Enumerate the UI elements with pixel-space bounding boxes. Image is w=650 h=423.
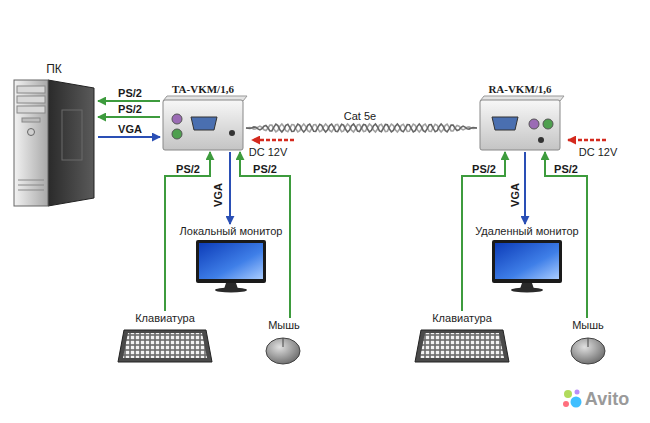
node-label: Локальный монитор [170, 224, 292, 238]
ps2-cable [98, 116, 160, 118]
signal-label: PS/2 [116, 103, 144, 115]
transmitter-housing [163, 96, 247, 150]
signal-label: VGA [116, 123, 144, 135]
signal-label: PS/2 [470, 163, 498, 175]
twisted-pair-cable [246, 124, 477, 132]
node-label: Мышь [258, 318, 310, 332]
mouse: Мышь [258, 318, 310, 368]
node-label: Клавиатура [113, 311, 217, 325]
keyboard: Клавиатура [113, 311, 217, 366]
node-label: Клавиатура [410, 311, 514, 325]
remote-monitor: Удаленный монитор [465, 224, 589, 292]
power-arrow [568, 139, 606, 142]
mouse-picture [571, 338, 605, 364]
receiver-housing [480, 96, 564, 150]
local-monitor: Локальный монитор [170, 224, 292, 292]
vga-cable [229, 152, 231, 224]
vga-cable [524, 152, 526, 224]
power-label: DC 12V [247, 146, 290, 159]
vga-cable [98, 136, 160, 138]
watermark-logo [563, 390, 582, 408]
watermark: Avito [583, 389, 631, 409]
node-label: RA-VKM/1,6 [477, 82, 563, 96]
computer: ПК [10, 62, 98, 204]
receiver-unit: RA-VKM/1,6 [477, 82, 563, 152]
pc-tower [14, 80, 94, 206]
cable-strand [246, 124, 477, 132]
monitor-picture [196, 240, 266, 293]
keyboard-picture [415, 330, 509, 362]
signal-label: PS/2 [552, 163, 580, 175]
node-label: Мышь [562, 318, 614, 332]
signal-label: VGA [509, 181, 521, 209]
node-label: ПК [10, 62, 98, 76]
keyboard-picture [118, 330, 212, 362]
keyboard: Клавиатура [410, 311, 514, 366]
node-label: Удаленный монитор [465, 224, 589, 238]
power-label: DC 12V [577, 146, 620, 159]
signal-label: VGA [212, 181, 224, 209]
signal-label: PS/2 [174, 163, 202, 175]
signal-label: Cat 5e [342, 110, 378, 122]
transmitter-unit: TA-VKM/1,6 [160, 82, 246, 152]
signal-label: PS/2 [116, 87, 144, 99]
power-arrow [252, 139, 294, 142]
signal-label: PS/2 [251, 163, 279, 175]
mouse: Мышь [562, 318, 614, 368]
mouse-picture [266, 338, 300, 364]
ps2-cable [98, 100, 160, 102]
node-label: TA-VKM/1,6 [160, 82, 246, 96]
monitor-picture [492, 240, 562, 293]
